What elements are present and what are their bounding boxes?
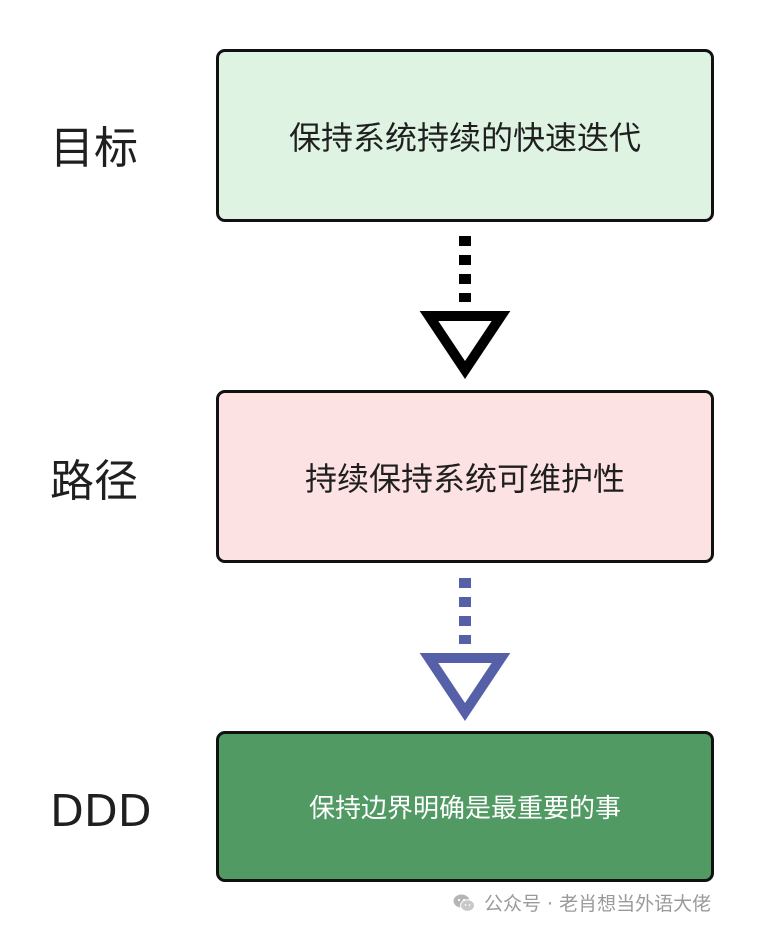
ddd-box-text: 保持边界明确是最重要的事 bbox=[308, 794, 621, 824]
arrow-goal-to-path bbox=[419, 236, 511, 380]
arrow-path-to-ddd bbox=[419, 578, 511, 722]
path-box-text: 持续保持系统可维护性 bbox=[304, 459, 625, 498]
row-label-goal: 目标 bbox=[50, 123, 138, 174]
arrow-head-icon bbox=[419, 653, 511, 722]
wechat-icon bbox=[453, 894, 475, 912]
path-box: 持续保持系统可维护性 bbox=[216, 390, 714, 563]
row-label-ddd: DDD bbox=[50, 786, 152, 837]
goal-box-text: 保持系统持续的快速迭代 bbox=[288, 118, 641, 157]
watermark: 公众号 · 老肖想当外语大佬 bbox=[452, 889, 711, 916]
watermark-text: 公众号 · 老肖想当外语大佬 bbox=[484, 893, 712, 915]
arrow-head-icon bbox=[419, 311, 511, 380]
goal-box: 保持系统持续的快速迭代 bbox=[216, 49, 714, 222]
row-label-path: 路径 bbox=[50, 456, 138, 507]
ddd-box: 保持边界明确是最重要的事 bbox=[216, 731, 714, 882]
